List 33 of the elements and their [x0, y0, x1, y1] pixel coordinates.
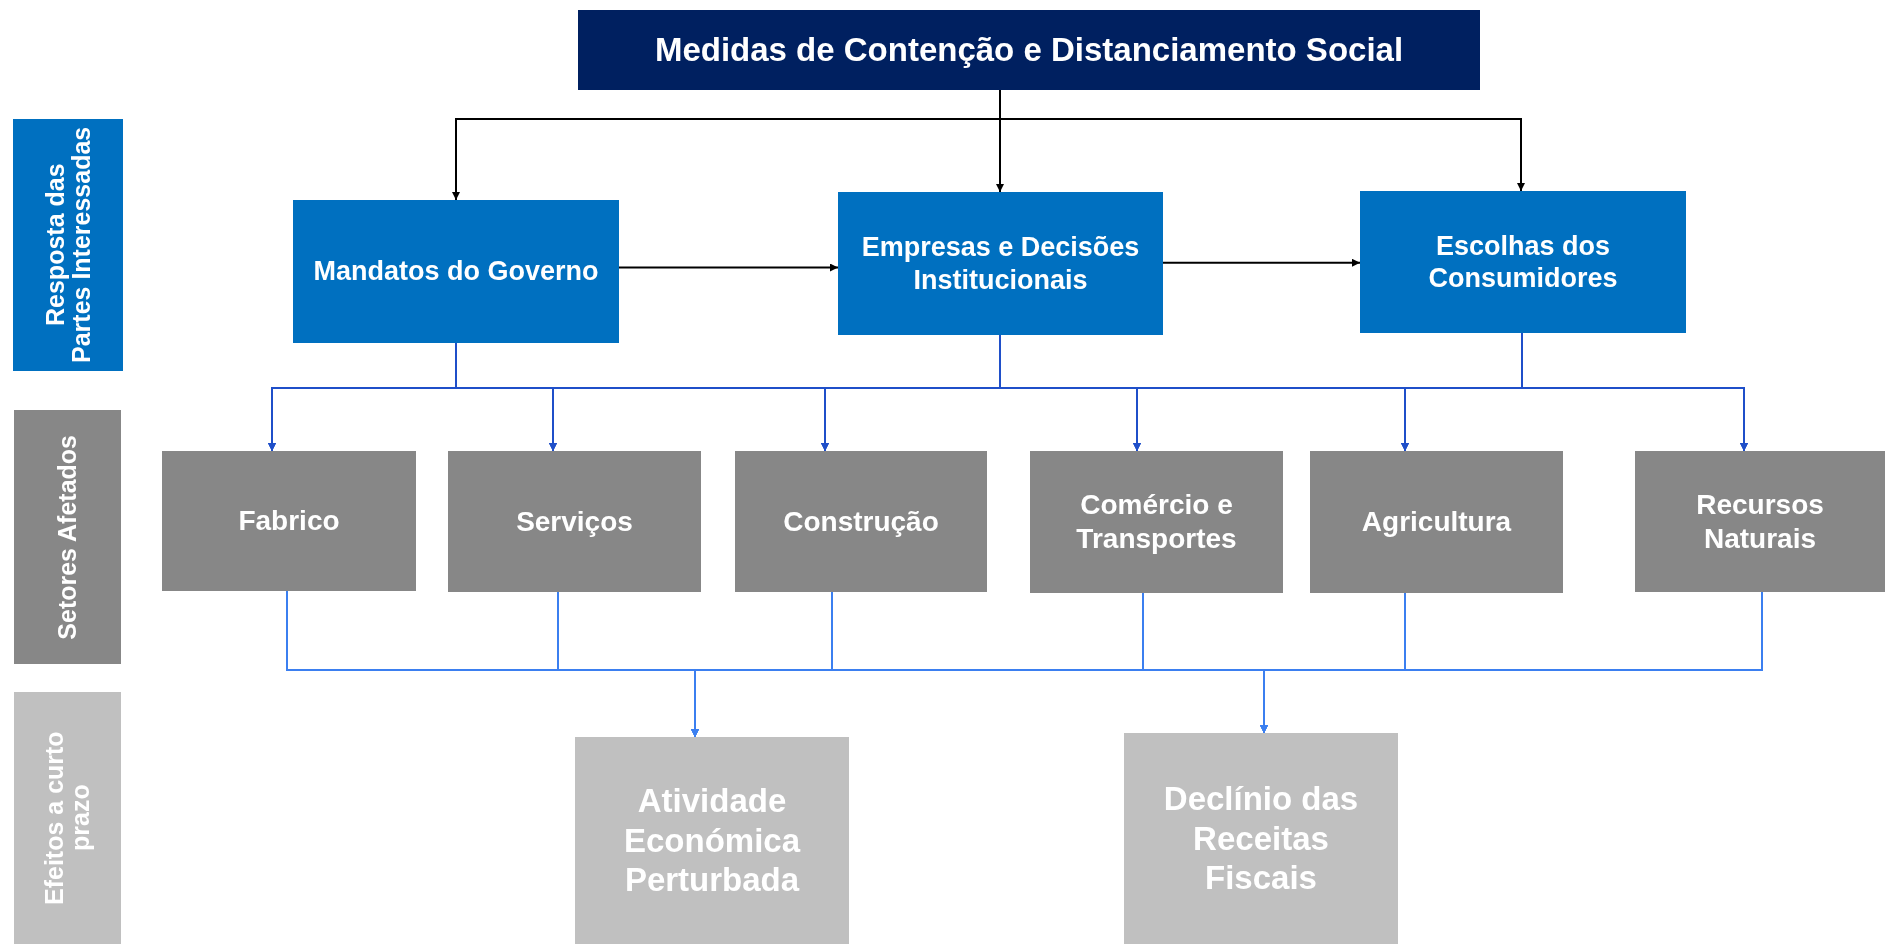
box-label: Medidas de Contenção e Distanciamento Social	[654, 30, 1404, 70]
box-label: Fabrico	[238, 504, 340, 538]
connector-arrow	[1162, 258, 1361, 267]
stakeholder-box	[293, 200, 619, 343]
connector-arrow	[618, 263, 839, 272]
row-header-band	[14, 410, 121, 664]
band-label: Efeitos a curto prazo	[41, 730, 94, 907]
stakeholder-box	[1360, 191, 1686, 333]
box-label: Mandatos do Governo	[313, 255, 599, 288]
sector-box	[735, 451, 987, 592]
connector-arrow	[1521, 332, 1748, 452]
box-label: Comércio e Transportes	[1075, 488, 1238, 556]
box-label: Empresas e Decisões Institucionais	[860, 231, 1141, 296]
box-label: Agricultura	[1361, 505, 1512, 539]
sector-box	[1310, 451, 1563, 593]
stakeholder-box	[838, 192, 1163, 335]
effect-box	[1124, 733, 1398, 944]
row-header-band	[13, 119, 123, 371]
box-label: Recursos Naturais	[1695, 487, 1825, 556]
box-label: Declínio das Receitas Fiscais	[1162, 779, 1360, 898]
box-label: Atividade Económica Perturbada	[622, 781, 802, 900]
title-box	[578, 10, 1480, 90]
band-label: Setores Afetados	[54, 434, 81, 640]
band-label: Resposta das Partes Interessadas	[41, 125, 95, 365]
sector-box	[162, 451, 416, 591]
sector-box	[1030, 451, 1283, 593]
box-label: Escolhas dos Consumidores	[1427, 229, 1619, 295]
row-header-band	[14, 692, 121, 944]
effect-box	[575, 737, 849, 944]
box-label: Construção	[783, 504, 939, 539]
box-label: Serviços	[516, 504, 633, 539]
sector-box	[1635, 451, 1885, 592]
sector-box	[448, 451, 701, 592]
